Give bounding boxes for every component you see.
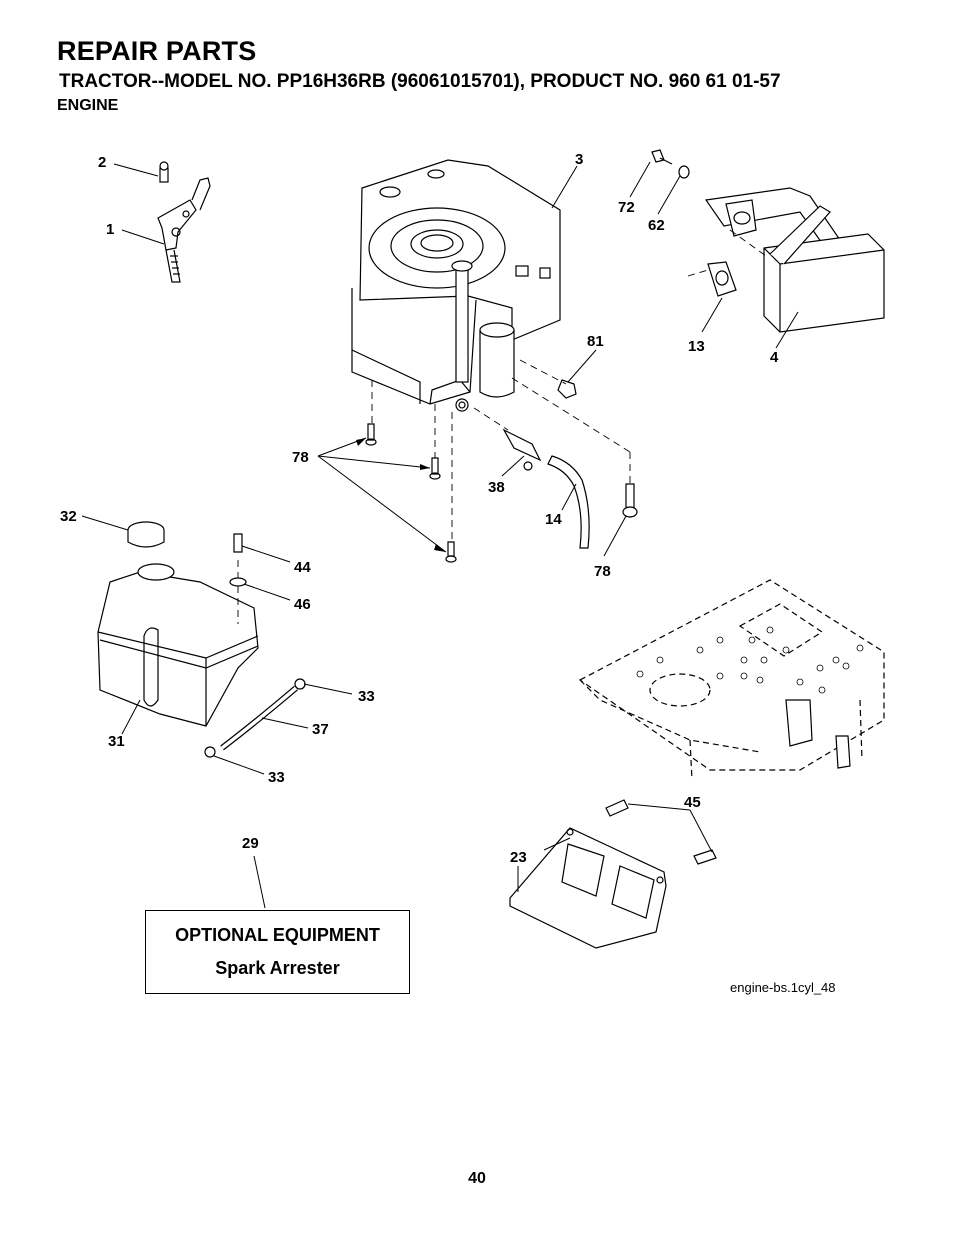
section-label: ENGINE: [57, 97, 119, 114]
callout-14: 14: [545, 511, 562, 528]
fuel-tank-part: [97, 521, 306, 758]
callout-78-a: 78: [292, 449, 309, 466]
callout-45: 45: [684, 794, 701, 811]
page-title: REPAIR PARTS: [57, 36, 257, 66]
assembly-lines: [237, 229, 767, 624]
optional-equipment-heading: OPTIONAL EQUIPMENT: [175, 925, 380, 945]
callout-72: 72: [618, 199, 635, 216]
callout-1: 1: [106, 221, 114, 238]
callout-33-a: 33: [358, 688, 375, 705]
callout-2: 2: [98, 154, 106, 171]
heat-shield-part: [509, 799, 717, 949]
page-number: 40: [468, 1170, 486, 1187]
muffler-part: [651, 149, 885, 333]
callout-labels: 2 1 3 72 62 13 4 81 78 38 14 78 32 44 46…: [60, 151, 779, 866]
frame-bracket-part: [785, 699, 851, 769]
leader-lines: [81, 161, 799, 909]
callout-81: 81: [587, 333, 604, 350]
callout-44: 44: [294, 559, 311, 576]
fuel-line-parts: [365, 379, 638, 563]
callout-62: 62: [648, 217, 665, 234]
callout-37: 37: [312, 721, 329, 738]
callout-13: 13: [688, 338, 705, 355]
figure-reference: engine-bs.1cyl_48: [730, 980, 836, 995]
callout-38: 38: [488, 479, 505, 496]
model-subtitle: TRACTOR--MODEL NO. PP16H36RB (9606101570…: [59, 71, 781, 92]
engine-part: [351, 159, 561, 412]
callout-31: 31: [108, 733, 125, 750]
callout-3: 3: [575, 151, 583, 168]
callout-4: 4: [770, 349, 779, 366]
spark-arrester-label: Spark Arrester: [215, 958, 340, 978]
callout-46: 46: [294, 596, 311, 613]
callout-29: 29: [242, 835, 259, 852]
callout-33-b: 33: [268, 769, 285, 786]
frame-part: [578, 579, 885, 781]
callout-32: 32: [60, 508, 77, 525]
optional-equipment-box: OPTIONAL EQUIPMENT Spark Arrester: [145, 910, 410, 994]
callout-23: 23: [510, 849, 527, 866]
throttle-control-part: [157, 161, 211, 283]
callout-78-b: 78: [594, 563, 611, 580]
